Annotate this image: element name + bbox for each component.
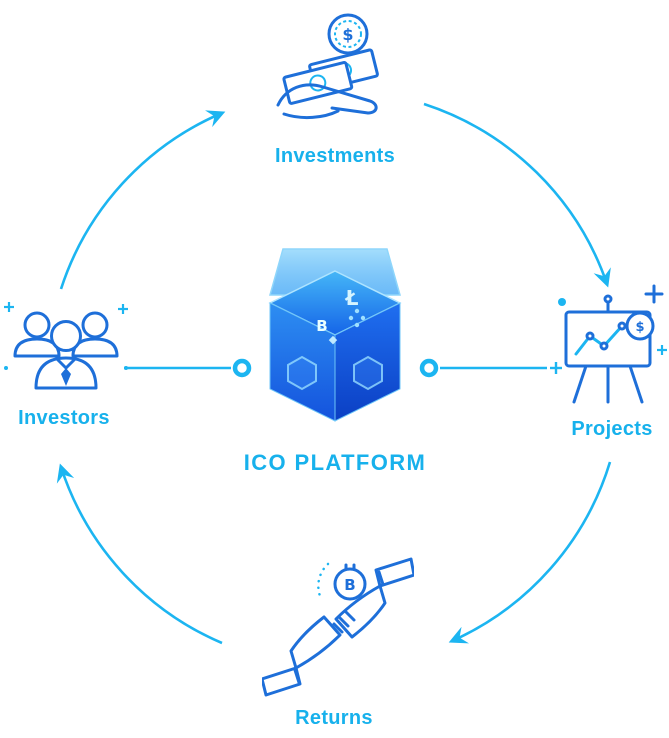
hand-money-icon: $: [276, 13, 379, 120]
people-group-icon: [4, 302, 128, 390]
projects-label: Projects: [571, 418, 653, 440]
connector-right-ring: [419, 358, 439, 378]
node-projects: $: [556, 284, 668, 415]
node-investments: $: [270, 8, 406, 143]
handshake-bitcoin-icon: B: [260, 557, 416, 697]
tie: [61, 368, 71, 386]
small-plus-icon: [657, 345, 667, 355]
plus-icon: [644, 284, 664, 304]
arc-returns-to-investors: [56, 463, 223, 645]
connector-left-ring: [232, 358, 252, 378]
investors-label: Investors: [18, 407, 110, 429]
dollar-symbol: $: [635, 320, 644, 335]
dots-cluster: [348, 308, 366, 328]
arc-projects-to-returns: [448, 461, 612, 644]
node-returns: B: [260, 556, 416, 703]
node-ico-platform: Ł B ◆: [263, 243, 407, 453]
arc-investments-to-projects: [423, 102, 611, 288]
cube-right-face: [334, 302, 401, 422]
accent-dot: [558, 298, 566, 306]
investments-label: Investments: [274, 145, 395, 167]
arc-investors-to-investments: [59, 110, 226, 290]
node-investors: [2, 298, 130, 409]
center-title: ICO PLATFORM: [243, 450, 427, 475]
hexagon-decoration: [287, 355, 317, 391]
ico-cube-icon: Ł B ◆: [268, 248, 402, 422]
bitcoin-symbol: B: [316, 317, 327, 335]
dollar-symbol: $: [342, 25, 353, 44]
bitcoin-symbol: B: [344, 576, 355, 594]
presentation-chart-icon: $: [558, 284, 667, 404]
hexagon-decoration: [353, 355, 383, 391]
connector-right-plus-icon: [550, 362, 562, 374]
ethereum-symbol: ◆: [329, 333, 338, 346]
plus-icon: [4, 302, 14, 312]
returns-label: Returns: [295, 707, 373, 729]
plus-icon: [118, 304, 128, 314]
litecoin-symbol: Ł: [345, 286, 359, 310]
